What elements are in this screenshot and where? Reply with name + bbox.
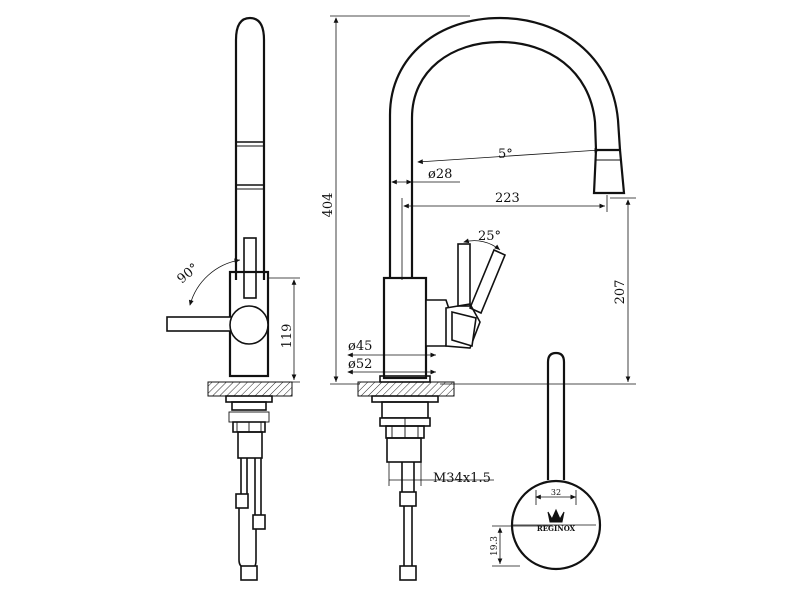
spout-outer — [388, 16, 622, 278]
handle-vertical — [457, 243, 471, 307]
height-body-label: 119 — [280, 324, 295, 349]
spray-head — [592, 148, 626, 195]
base-diameter-label: ø52 — [348, 357, 372, 372]
spout-diameter-label: ø28 — [428, 167, 452, 182]
front-hose-fitting — [399, 491, 417, 507]
front-view: 404 5° ø28 223 207 25° — [321, 15, 636, 581]
side-hose-connector — [240, 565, 258, 581]
height-to-spout-label: 207 — [613, 280, 628, 305]
brand-logo-icon — [547, 508, 565, 523]
side-lever — [166, 316, 236, 332]
handle-rotated — [468, 248, 507, 315]
side-lever-hub — [229, 305, 269, 345]
brand-logo-text: REGINOX — [537, 524, 576, 533]
front-hose-connector — [399, 565, 417, 581]
front-countertop — [357, 381, 455, 397]
lever-rotation-label: 90° — [175, 261, 202, 287]
top-view: 32 REGINOX 19.3 — [490, 351, 602, 571]
reach-label: 223 — [495, 191, 520, 206]
side-countertop — [207, 381, 293, 397]
dim-32-label: 32 — [551, 488, 561, 497]
side-shank — [237, 431, 263, 459]
side-spout-column — [234, 16, 266, 280]
top-lever — [546, 351, 566, 480]
thread-label: M34x1.5 — [433, 471, 491, 486]
height-total-label: 404 — [321, 193, 336, 218]
body-diameter-label: ø45 — [348, 339, 372, 354]
lever-rotation-arc — [188, 258, 241, 306]
spout-inner — [410, 40, 598, 278]
spout-tilt-label: 5° — [498, 147, 513, 162]
front-shank — [386, 437, 422, 463]
dim-19-3-label: 19.3 — [490, 536, 500, 556]
side-view: 90° 119 — [166, 16, 300, 581]
front-body — [382, 276, 428, 380]
handle-angle-label: 25° — [478, 229, 501, 244]
side-handle-post — [243, 237, 257, 299]
